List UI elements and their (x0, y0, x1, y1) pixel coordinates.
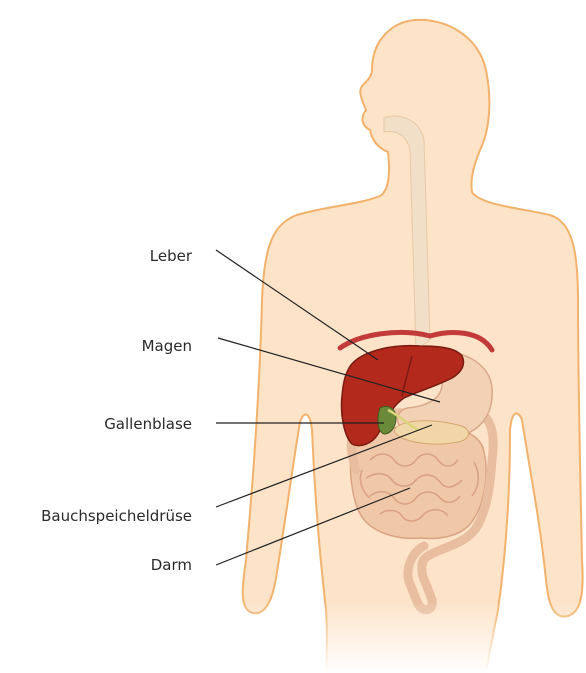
label-darm: Darm (100, 556, 192, 574)
label-bauchspeicheldruese: Bauchspeicheldrüse (4, 507, 192, 525)
label-gallenblase: Gallenblase (60, 415, 192, 433)
label-leber: Leber (100, 247, 192, 265)
label-magen: Magen (100, 337, 192, 355)
small-intestine (351, 428, 487, 539)
